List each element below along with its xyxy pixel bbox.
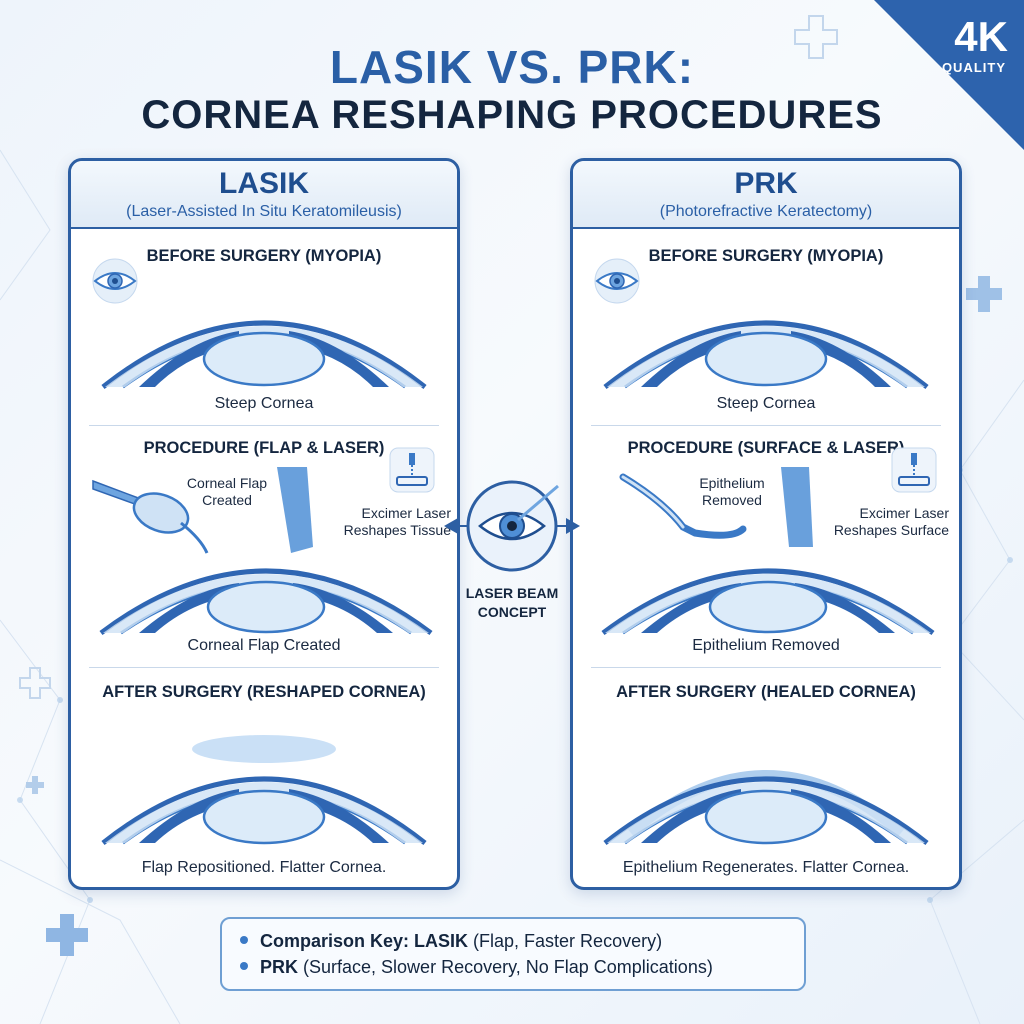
prk-after-caption: Epithelium Regenerates. Flatter Cornea. [622,859,910,876]
prk-subtitle: (Photorefractive Keratectomy) [659,203,873,220]
prk-title: PRK [734,167,798,200]
lasik-procedure-title: PROCEDURE (FLAP & LASER) [143,439,385,457]
divider [591,425,941,426]
badge-quality: QUALITY [941,60,1006,75]
plus-icon [26,776,44,794]
plus-icon [19,667,51,699]
lasik-after-title: AFTER SURGERY (RESHAPED CORNEA) [102,683,426,701]
lasik-title: LASIK [219,167,309,200]
divider [591,667,941,668]
key-lasik-line: Comparison Key: LASIK (Flap, Faster Reco… [240,931,662,952]
page-title: LASIK VS. PRK: [329,41,695,93]
prk-header: PRK (Photorefractive Keratectomy) [573,161,959,229]
prk-after-title: AFTER SURGERY (HEALED CORNEA) [616,683,916,701]
lasik-after-caption: Flap Repositioned. Flatter Cornea. [141,859,387,876]
prk-panel: PRK (Photorefractive Keratectomy) BEFORE… [570,158,962,890]
divider [89,425,439,426]
divider [89,667,439,668]
prk-before-cornea-diagram [603,320,929,389]
plus-icon [46,914,88,956]
badge-4k: 4K [954,13,1008,60]
plus-icon [794,15,838,59]
lasik-after-cornea-diagram [101,735,427,845]
lasik-panel: LASIK (Laser-Assisted In Situ Keratomile… [68,158,460,890]
prk-procedure-caption: Epithelium Removed [692,637,840,654]
page-subtitle: CORNEA RESHAPING PROCEDURES [141,93,883,137]
laser-beam-concept-diagram [444,480,580,572]
lasik-before-title: BEFORE SURGERY (MYOPIA) [146,247,382,265]
lasik-procedure-caption: Corneal Flap Created [187,637,341,654]
bullet-icon [240,962,248,971]
eye-icon [594,258,640,304]
prk-procedure-title: PROCEDURE (SURFACE & LASER) [627,439,905,457]
bullet-icon [240,936,248,945]
prk-after-cornea-diagram [603,770,929,845]
prk-procedure-diagram [601,467,935,635]
lasik-before-caption: Steep Cornea [214,395,314,412]
laser-device-icon [891,447,937,493]
laser-device-icon [389,447,435,493]
lasik-procedure-diagram [92,467,433,635]
lasik-before-cornea-diagram [101,320,427,389]
comparison-key: Comparison Key: LASIK (Flap, Faster Reco… [220,917,806,991]
prk-before-title: BEFORE SURGERY (MYOPIA) [648,247,884,265]
lasik-subtitle: (Laser-Assisted In Situ Keratomileusis) [126,203,402,220]
quality-badge: 4K QUALITY [874,0,1024,150]
plus-icon [966,276,1002,312]
prk-before-caption: Steep Cornea [716,395,816,412]
lasik-header: LASIK (Laser-Assisted In Situ Keratomile… [71,161,457,229]
key-prk-line: PRK (Surface, Slower Recovery, No Flap C… [240,957,713,978]
eye-icon [92,258,138,304]
